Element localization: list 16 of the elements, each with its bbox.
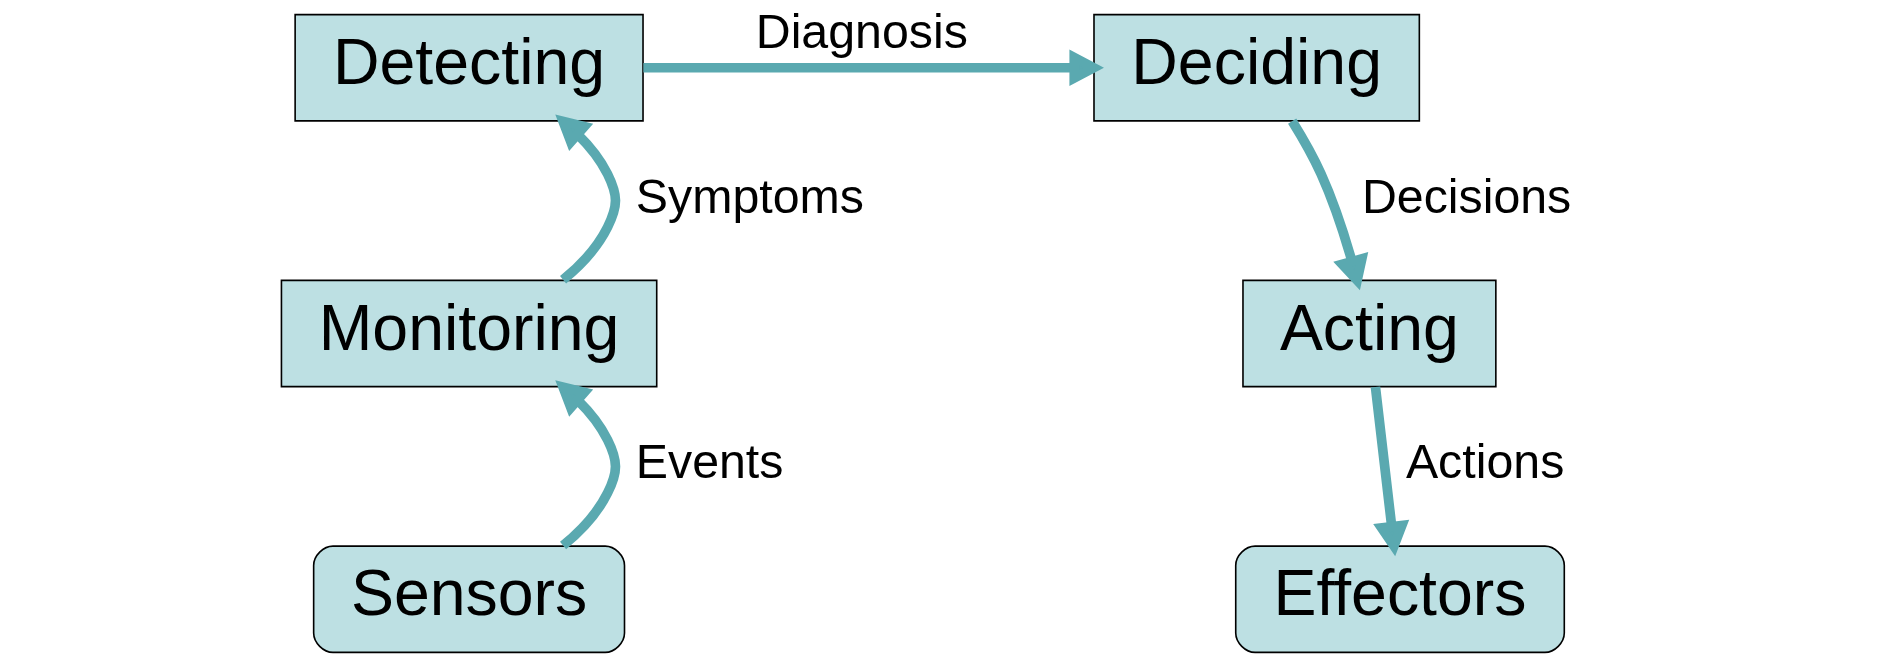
arrow (1370, 386, 1409, 557)
node-box: Sensors (312, 545, 625, 654)
edge-label: Symptoms (635, 168, 864, 223)
edge-label: Actions (1405, 434, 1564, 489)
edge-label: Decisions (1361, 168, 1571, 223)
node-box: Monitoring (280, 279, 657, 388)
arrow (554, 380, 620, 550)
node-box: Acting (1241, 279, 1497, 388)
edge-label: Diagnosis (755, 4, 968, 59)
node-box: Effectors (1234, 545, 1565, 654)
node-box: Deciding (1092, 13, 1420, 122)
arrow (1287, 118, 1368, 291)
arrow (554, 114, 620, 284)
node-box: Detecting (293, 13, 644, 122)
edge-label: Events (635, 434, 783, 489)
arrow (642, 49, 1104, 86)
